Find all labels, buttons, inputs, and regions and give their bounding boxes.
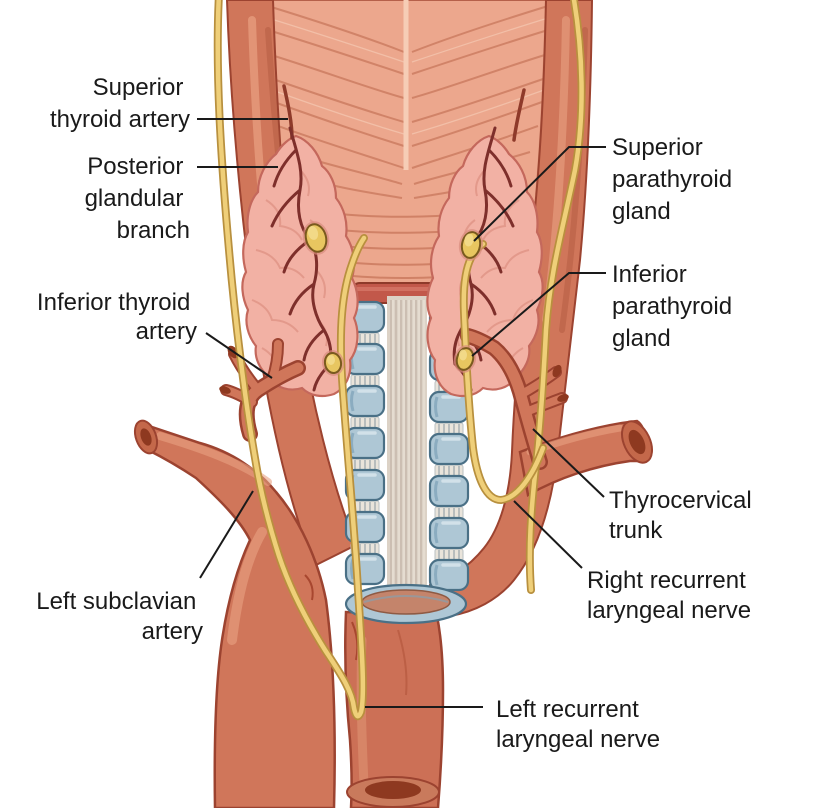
leader-superior-parathyroid-gland — [473, 146, 606, 242]
trachea — [344, 296, 470, 625]
leader-inferior-thyroid-artery — [205, 332, 273, 379]
label-inferior-thyroid-artery: Inferior thyroid artery — [37, 289, 197, 345]
esophageal-fibers — [297, 205, 515, 280]
right-inferior-parathyroid — [453, 345, 477, 373]
label-left-recurrent-laryngeal-nerve: Left recurrent laryngeal nerve — [496, 696, 660, 753]
label-thyrocervical-trunk: Thyrocervical trunk — [609, 487, 758, 544]
label-posterior-glandular-branch: Posterior glandular branch — [85, 153, 190, 244]
posterior-glandular-branch-vessels — [270, 126, 333, 392]
leader-right-recurrent-laryngeal-nerve — [513, 500, 583, 569]
parathyroid-glands — [302, 221, 484, 376]
leader-inferior-parathyroid-gland — [471, 272, 606, 357]
aortic-arch-left-subclavian — [133, 419, 336, 808]
left-superior-parathyroid — [302, 221, 330, 255]
label-left-subclavian-artery: Left subclavian artery — [36, 588, 203, 645]
label-superior-thyroid-artery: Superior thyroid artery — [50, 74, 190, 133]
label-superior-parathyroid-gland: Superior parathyroid gland — [612, 134, 739, 225]
labels: Superior thyroid artery Posterior glandu… — [36, 74, 758, 753]
leader-lines — [197, 118, 606, 708]
label-right-recurrent-laryngeal-nerve: Right recurrent laryngeal nerve — [587, 567, 752, 624]
label-inferior-parathyroid-gland: Inferior parathyroid gland — [612, 261, 739, 352]
leader-thyrocervical-trunk — [532, 428, 605, 498]
left-inferior-parathyroid — [321, 350, 345, 376]
right-vagus-nerve — [525, 0, 586, 594]
left-vagus-recurrent-laryngeal-nerve — [213, 0, 368, 721]
leader-left-subclavian-artery — [199, 490, 254, 579]
thyroid-left-lobe — [241, 84, 359, 398]
